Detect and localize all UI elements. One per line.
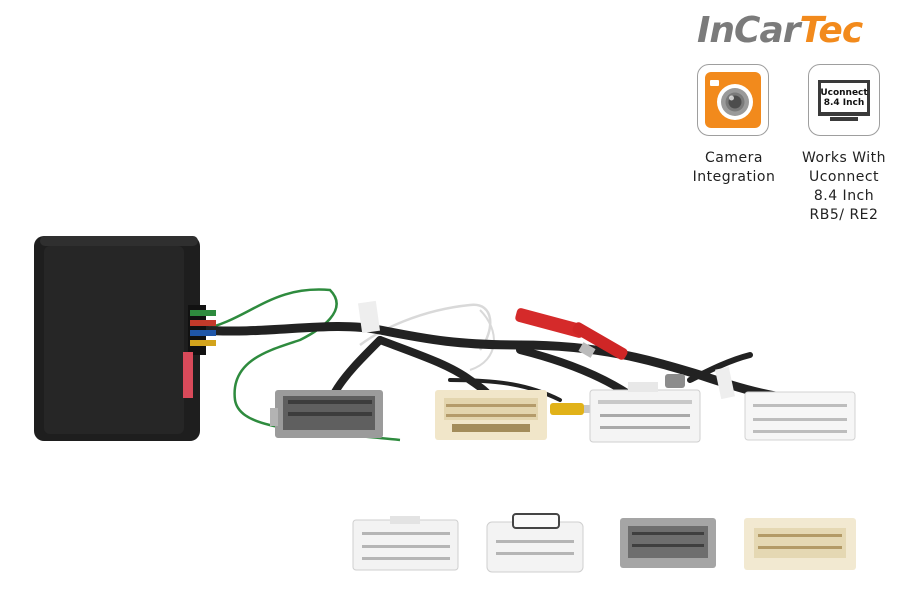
wire-harness [195,322,805,405]
spare-white-connector [352,516,459,571]
harness-label-2 [715,366,735,400]
harness-label [357,300,381,334]
small-gray-plug [665,374,685,388]
camera-icon [705,72,761,128]
uconnect-feature-label: Works With Uconnect 8.4 Inch RB5/ RE2 [802,150,886,223]
white-connector-2 [744,391,856,441]
black-interface-module [34,236,216,441]
uconnect-feature-card: Uconnect 8.4 Inch [808,64,880,136]
beige-connector [435,390,547,440]
white-connector [589,382,701,443]
green-wire [199,288,401,442]
brand-logo-part1: InCar [697,10,800,51]
brand-logo: InCarTec [697,10,864,51]
spare-gray-connector [620,518,716,568]
uconnect-screen-icon: Uconnect 8.4 Inch [818,80,870,121]
gray-connector [270,390,383,438]
spare-white-latched-connector [486,513,584,573]
spare-beige-connector [744,518,856,570]
dip-switch [183,352,193,398]
camera-feature-card [697,64,769,136]
camera-feature-label: Camera Integration [692,150,776,185]
brand-logo-part2: Tec [799,10,864,51]
